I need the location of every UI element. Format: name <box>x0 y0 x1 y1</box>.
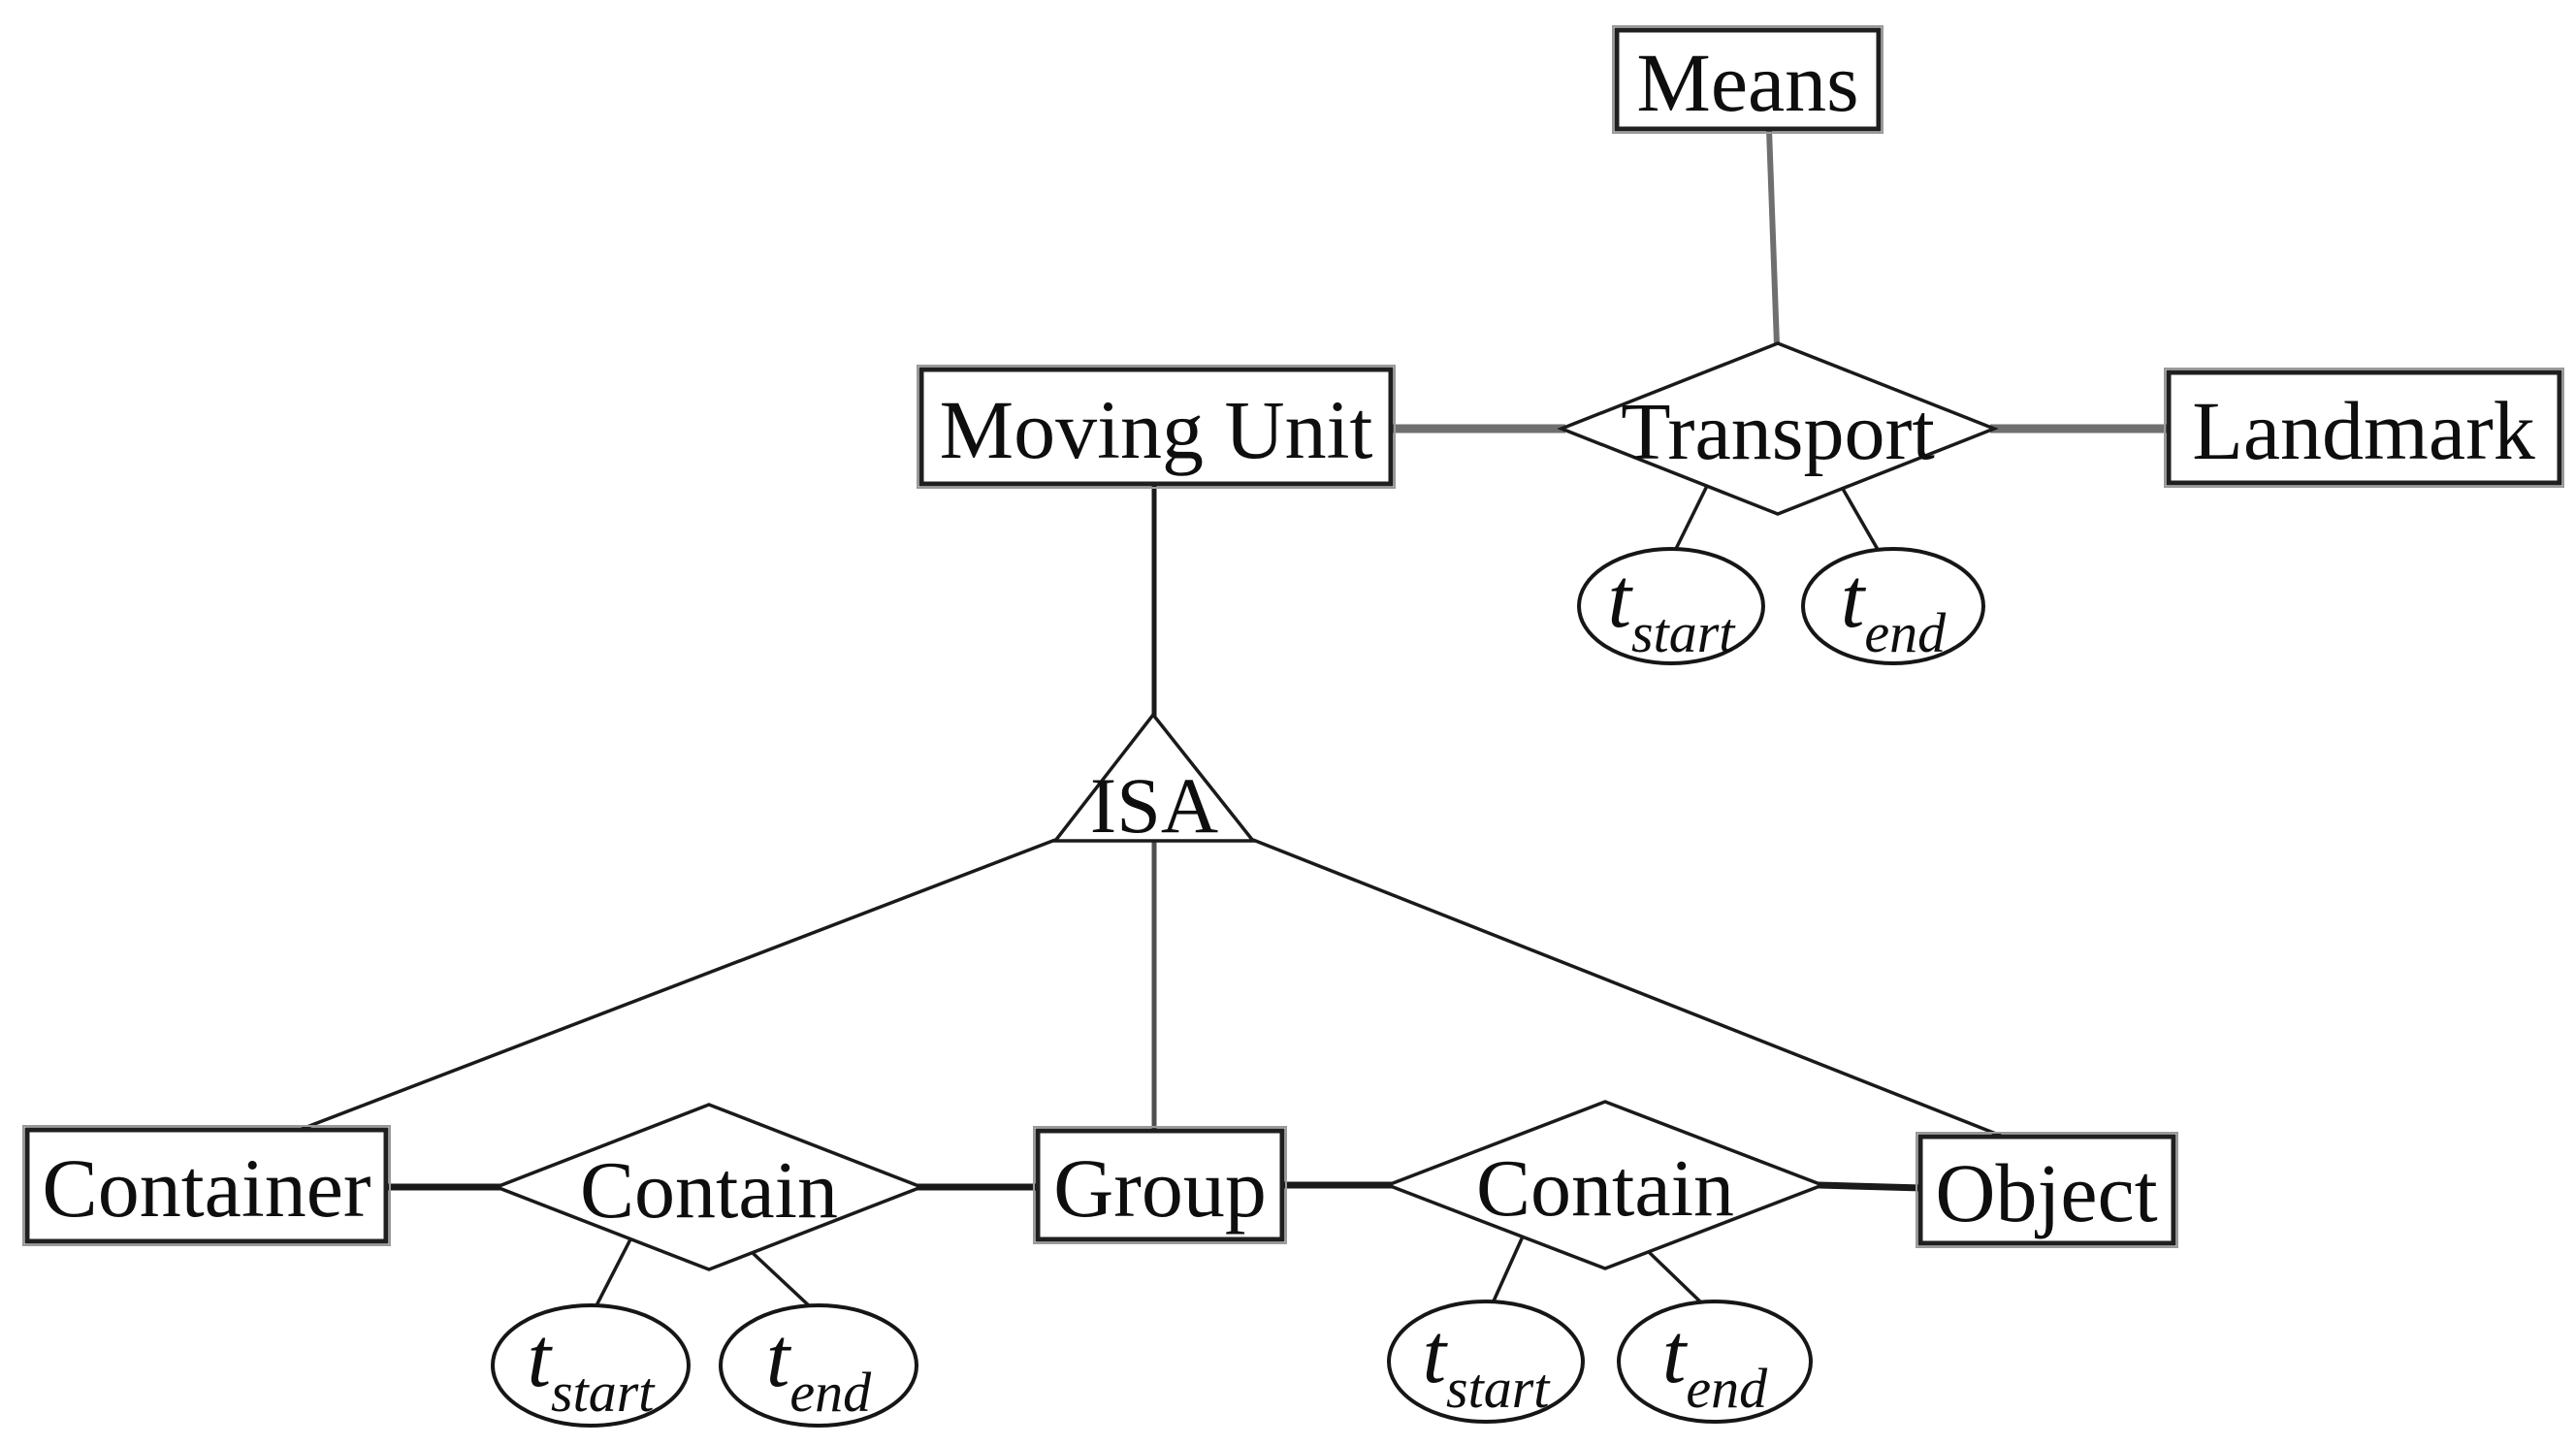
entity-means: Means <box>1612 25 1884 134</box>
entity-object-label: Object <box>1935 1146 2157 1239</box>
connector-containright-tstart <box>1490 1236 1525 1306</box>
entity-moving-unit: Moving Unit <box>917 365 1396 489</box>
relationship-contain-right-label: Contain <box>1476 1143 1734 1234</box>
relationship-transport-label: Transport <box>1621 387 1935 477</box>
attribute-transport-t-end-label: tend <box>1841 552 1947 664</box>
relationship-contain-left: Contain <box>492 1103 926 1271</box>
attribute-contain-right-t-end-label: tend <box>1662 1307 1768 1420</box>
relationship-transport: Transport <box>1557 341 1999 516</box>
isa-label: ISA <box>1090 761 1218 850</box>
isa-triangle: ISA <box>1051 712 1257 850</box>
attribute-contain-right-t-start: tstart <box>1387 1300 1585 1424</box>
connector-means-transport <box>1766 128 1780 346</box>
connector-containright-object <box>1818 1181 1923 1192</box>
connector-transport-tend <box>1841 488 1882 554</box>
entity-moving-unit-label: Moving Unit <box>940 383 1373 476</box>
attribute-transport-t-start-label: tstart <box>1608 552 1737 664</box>
connector-containright-tend <box>1647 1250 1706 1307</box>
entity-group: Group <box>1033 1126 1287 1244</box>
attribute-contain-right-t-end: tend <box>1617 1300 1813 1424</box>
connector-isa-container <box>296 838 1056 1133</box>
attribute-contain-left-t-end: tend <box>719 1303 918 1428</box>
attribute-transport-t-start: tstart <box>1577 547 1765 665</box>
entity-container-label: Container <box>42 1141 370 1235</box>
connector-isa-object <box>1252 838 2007 1140</box>
relationship-contain-right: Contain <box>1383 1100 1827 1270</box>
connector-containleft-tend <box>751 1251 815 1311</box>
attribute-transport-t-end: tend <box>1801 547 1985 665</box>
attribute-contain-left-t-start: tstart <box>491 1303 691 1428</box>
attribute-contain-left-t-start-label: tstart <box>528 1311 657 1424</box>
entity-container: Container <box>22 1125 391 1246</box>
attribute-contain-right-t-start-label: tstart <box>1423 1307 1552 1420</box>
entity-landmark: Landmark <box>2164 368 2564 488</box>
relationship-contain-left-label: Contain <box>580 1145 838 1236</box>
entity-means-label: Means <box>1636 36 1858 129</box>
entity-group-label: Group <box>1053 1141 1267 1235</box>
attribute-contain-left-t-end-label: tend <box>766 1311 872 1424</box>
connector-transport-tstart <box>1672 485 1709 554</box>
connector-containleft-tstart <box>593 1238 632 1310</box>
entity-object: Object <box>1916 1132 2178 1248</box>
entity-landmark-label: Landmark <box>2192 384 2534 477</box>
